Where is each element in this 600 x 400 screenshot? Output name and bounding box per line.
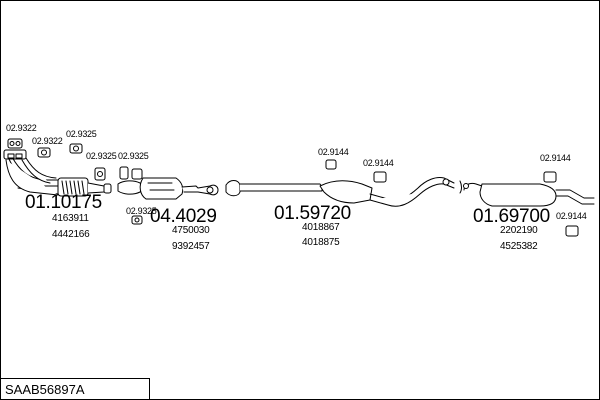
gasket-label: 02.9325 xyxy=(118,151,149,161)
reference-number: 2202190 xyxy=(500,225,538,236)
reference-number: 4750030 xyxy=(172,225,210,236)
front-pipe-part xyxy=(3,149,112,197)
reference-number: 4442166 xyxy=(52,229,90,240)
rear-silencer-part xyxy=(459,180,595,207)
set-number: 01.59720 xyxy=(274,203,351,224)
gasket-label: 02.9144 xyxy=(556,211,587,221)
reference-number: 4018875 xyxy=(302,237,340,248)
kit-code: SAAB56897A xyxy=(5,382,85,397)
reference-number: 4525382 xyxy=(500,241,538,252)
reference-number: 4018867 xyxy=(302,222,340,233)
gasket-parts xyxy=(7,138,579,237)
gasket-label: 02.9325 xyxy=(66,129,97,139)
gasket-label: 02.9144 xyxy=(363,158,394,168)
gasket-label: 02.9144 xyxy=(318,147,349,157)
reference-number: 9392457 xyxy=(172,241,210,252)
set-number: 04.4029 xyxy=(150,206,217,227)
set-number: 01.69700 xyxy=(473,206,550,227)
middle-pipe-part xyxy=(225,177,455,207)
set-number: 01.10175 xyxy=(25,192,102,213)
gasket-label: 02.9144 xyxy=(540,153,571,163)
gasket-label: 02.9325 xyxy=(126,206,157,216)
gasket-label: 02.9325 xyxy=(86,151,117,161)
reference-number: 4163911 xyxy=(52,213,89,224)
kit-code-box: SAAB56897A xyxy=(0,378,150,399)
catalyst-part xyxy=(117,177,219,200)
gasket-label: 02.9322 xyxy=(6,123,37,133)
gasket-label: 02.9322 xyxy=(32,136,63,146)
